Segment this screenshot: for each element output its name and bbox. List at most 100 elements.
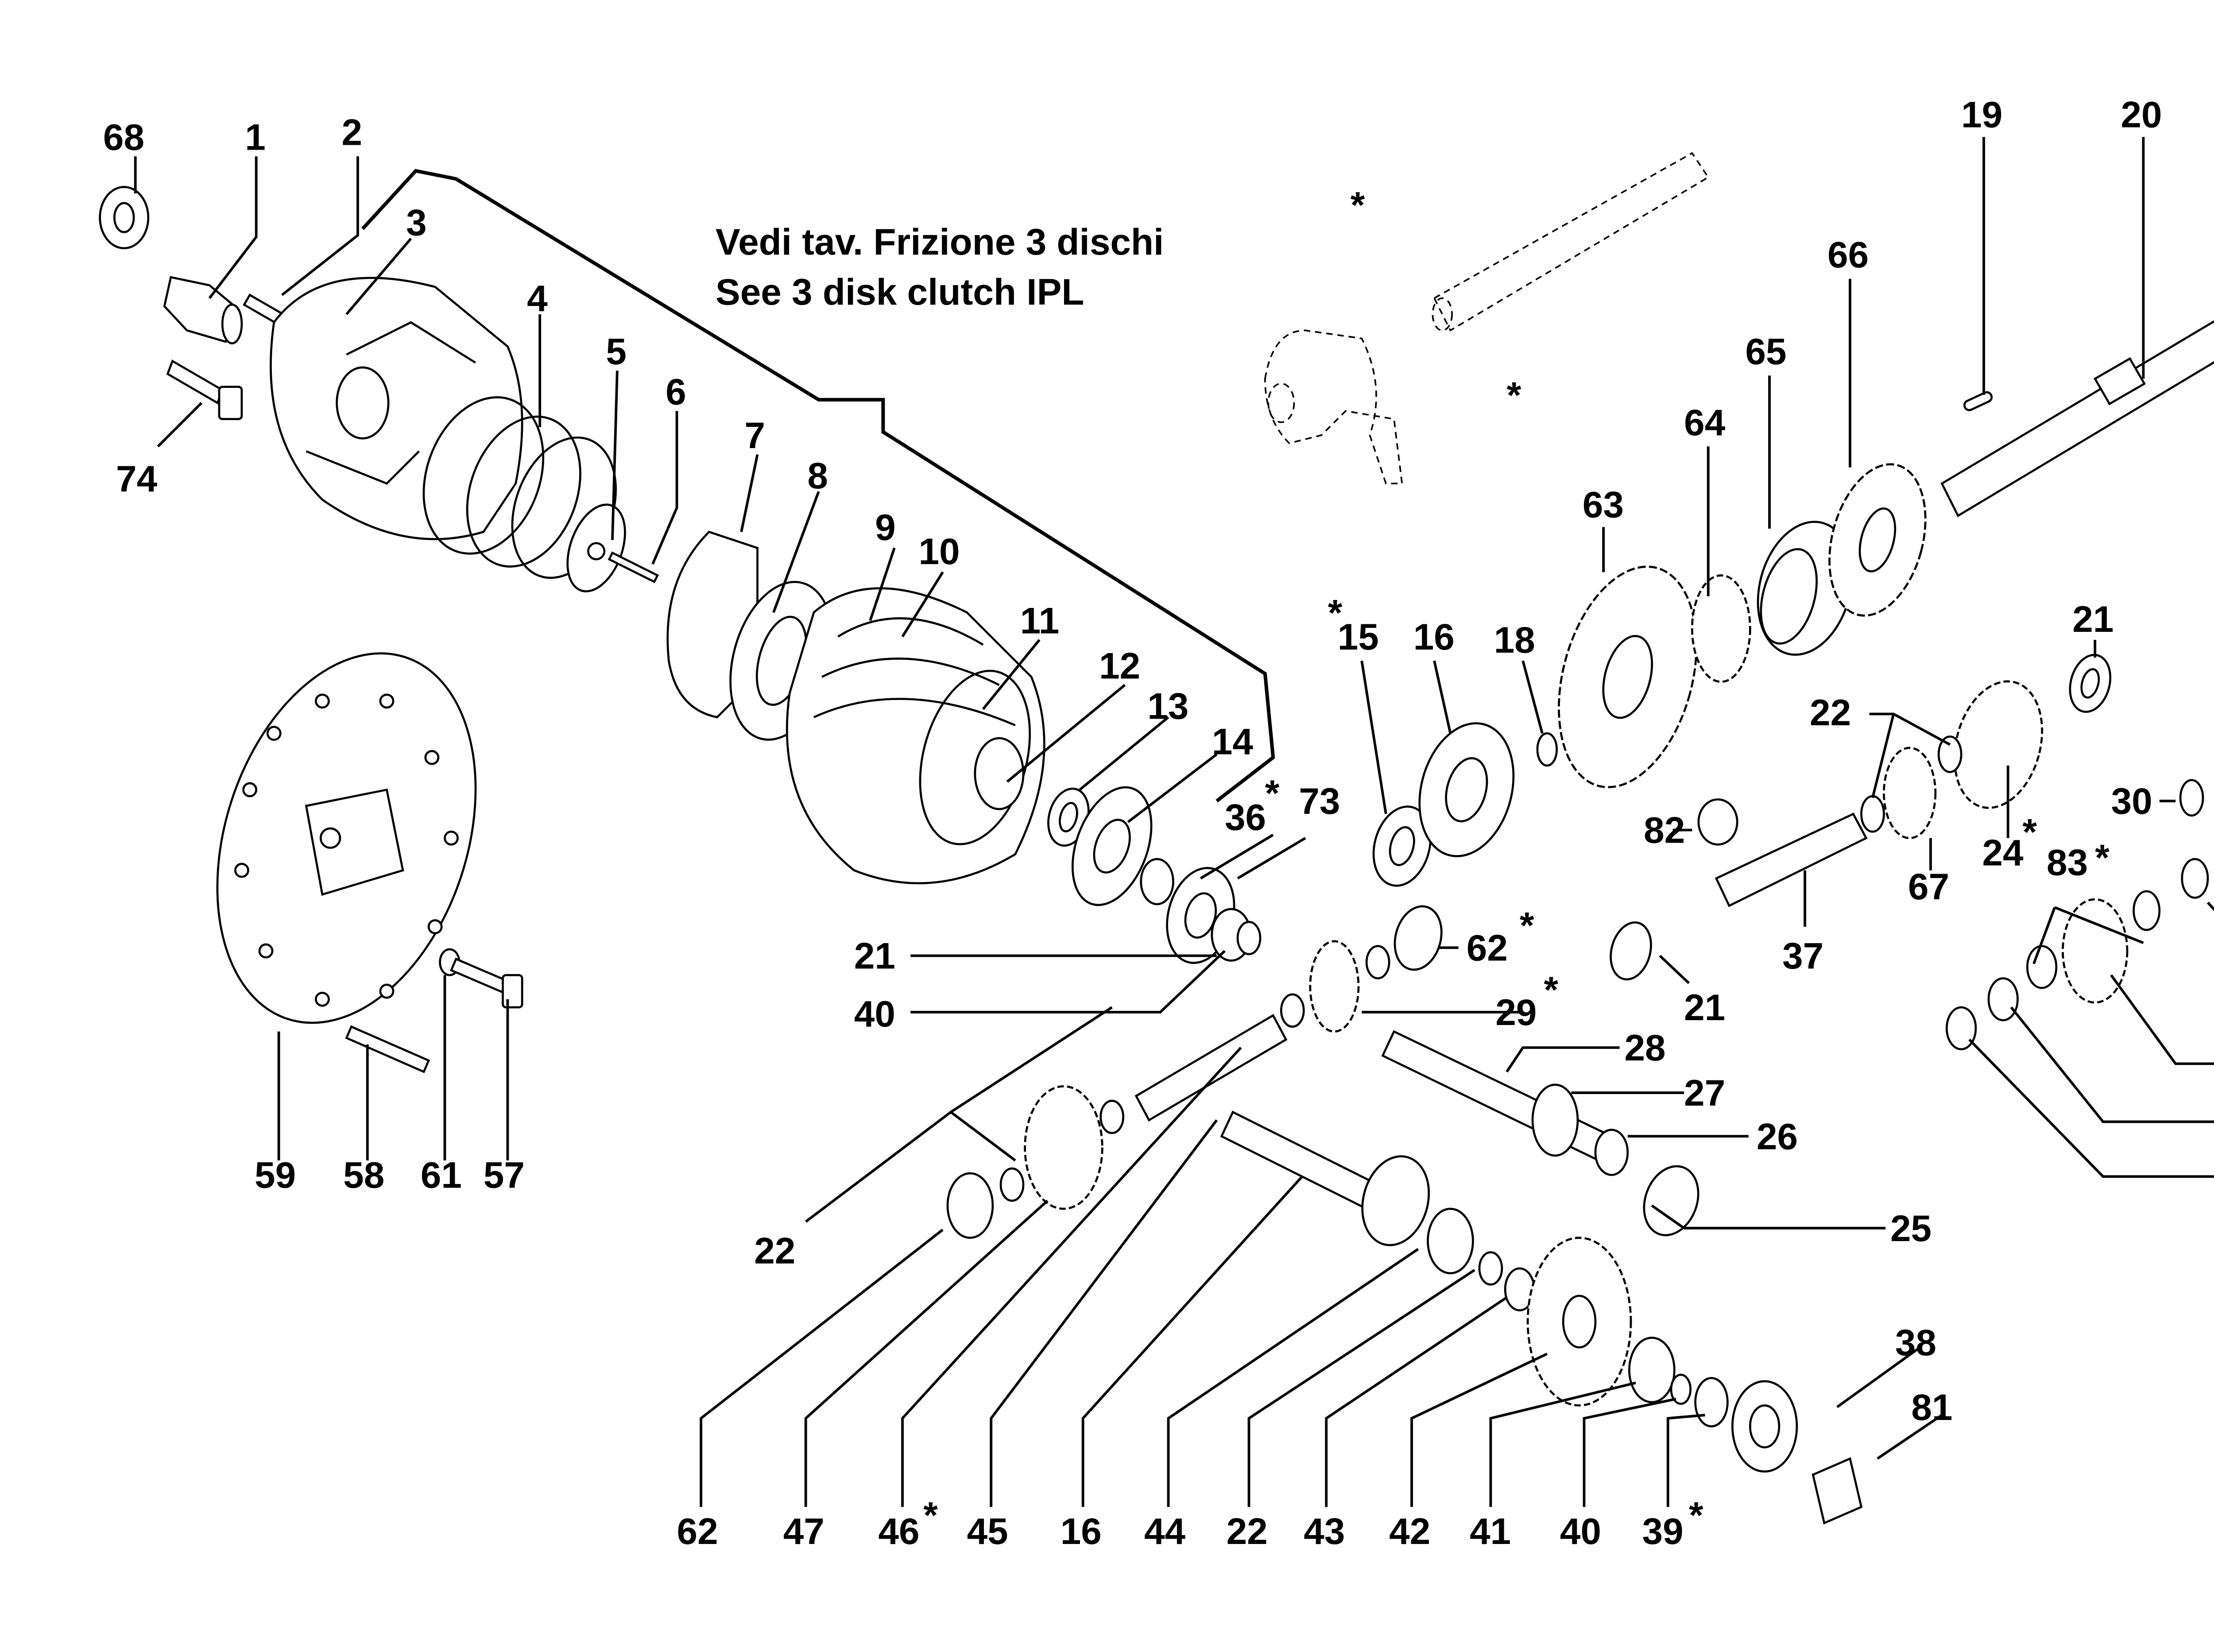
- circlip-icon: [919, 669, 1031, 845]
- callout-65: 65: [1745, 331, 1786, 372]
- callout-10: 10: [918, 530, 960, 572]
- asterisk-marker: *: [1544, 969, 1559, 1010]
- callout-13: 13: [1147, 685, 1188, 727]
- selector-shaft-icon: [1432, 152, 1710, 332]
- callout-8: 8: [807, 455, 828, 496]
- callout-37: 37: [1782, 935, 1823, 977]
- callout-39: 39: [1642, 1510, 1684, 1552]
- bearing-icon: [1628, 1336, 1676, 1404]
- asterisk-marker: *: [1265, 772, 1280, 814]
- callout-21: 21: [854, 935, 895, 977]
- pulley-icon: [1731, 1380, 1798, 1473]
- callout-57: 57: [484, 1154, 525, 1196]
- asterisk-marker: *: [1351, 184, 1365, 225]
- callout-66: 66: [1827, 234, 1869, 275]
- flange-plate-icon: [216, 652, 477, 1024]
- callout-43: 43: [1304, 1510, 1345, 1552]
- clutch-group-bracket: [361, 169, 1275, 803]
- clutch-drum-icon: [786, 587, 1045, 885]
- bottom-callout-row: 62 47 46 45 16 44 22 43 42 41 40 39: [677, 1510, 1684, 1552]
- gear-icon: [974, 737, 1025, 810]
- callout-41: 41: [1470, 1510, 1511, 1552]
- shaft-icon: [1715, 812, 1868, 907]
- callout-40: 40: [854, 993, 895, 1035]
- callout-45: 45: [967, 1510, 1008, 1552]
- asterisk-marker: *: [1520, 904, 1534, 946]
- washer-icon: [2179, 779, 2204, 817]
- callout-7: 7: [744, 414, 765, 456]
- stud-icon: [345, 1025, 430, 1073]
- callout-28: 28: [1625, 1027, 1666, 1068]
- callout-73: 73: [1299, 780, 1340, 822]
- thrust-plate-icon: [1071, 786, 1153, 906]
- gear-icon: [1526, 1237, 1632, 1407]
- clutch-bell-icon: [270, 277, 523, 540]
- gear-icon: [1558, 565, 1698, 789]
- callout-36: 36: [1225, 797, 1266, 838]
- asterisk-marker: *: [2022, 811, 2037, 852]
- callout-44: 44: [1144, 1510, 1186, 1552]
- shaft-icon: [1134, 1014, 1288, 1122]
- seal-ring-icon: [99, 186, 150, 249]
- bearing-icon: [1610, 921, 1652, 981]
- key-icon: [1963, 391, 1993, 411]
- callout-5: 5: [606, 331, 627, 372]
- callout-24: 24: [1982, 832, 2024, 874]
- shaft-icon: [1940, 320, 2214, 518]
- gear-icon: [1883, 747, 1937, 840]
- bolt-icon: [166, 359, 243, 420]
- callout-labels: 68 1 2 3 74 4 5 6 7 8 9 10 11 12 13 14 3…: [103, 94, 2162, 1536]
- callout-19: 19: [1961, 94, 2002, 135]
- callout-64: 64: [1684, 402, 1726, 443]
- bearing-icon: [1393, 905, 1443, 971]
- callout-61: 61: [421, 1154, 462, 1196]
- washer-icon: [1478, 1251, 1536, 1312]
- callout-12: 12: [1099, 645, 1140, 686]
- callout-82: 82: [1644, 809, 1685, 851]
- callout-63: 63: [1583, 484, 1624, 525]
- callout-38: 38: [1895, 1322, 1936, 1363]
- callout-1: 1: [245, 116, 266, 158]
- bearing-icon: [1418, 722, 1515, 857]
- asterisk-marker: *: [1689, 1494, 1703, 1536]
- callout-59: 59: [255, 1154, 296, 1196]
- circlip-icon: [1427, 1207, 1474, 1274]
- callout-11: 11: [1020, 600, 1059, 642]
- asterisk-marker: *: [1507, 374, 1521, 416]
- callout-21: 21: [1684, 987, 1725, 1028]
- callout-21: 21: [2072, 598, 2113, 640]
- callout-15: 15: [1338, 616, 1379, 658]
- circlip-icon: [1643, 1165, 1699, 1237]
- callout-22: 22: [1810, 692, 1851, 733]
- selector-fork-icon: [1264, 329, 1403, 484]
- callout-81: 81: [1911, 1386, 1952, 1428]
- callout-9: 9: [875, 506, 896, 548]
- gear-icon: [1828, 463, 1927, 617]
- washer-icon: [1946, 858, 2209, 1051]
- bushing-icon: [163, 276, 243, 344]
- callout-29: 29: [1495, 991, 1537, 1033]
- callout-22: 22: [754, 1230, 795, 1272]
- synchro-hub-icon: [1757, 521, 1853, 656]
- asterisk-marker: *: [2095, 837, 2109, 878]
- note-english: See 3 disk clutch IPL: [716, 271, 1084, 313]
- bearing-icon: [1361, 1155, 1430, 1246]
- washer-icon: [1280, 945, 1390, 1028]
- callout-40: 40: [1560, 1510, 1601, 1552]
- callout-47: 47: [783, 1510, 824, 1552]
- callout-67: 67: [1908, 866, 1949, 907]
- callout-68: 68: [103, 116, 144, 158]
- bearing-icon: [2069, 654, 2112, 713]
- callout-20: 20: [2121, 94, 2162, 135]
- callout-16: 16: [1413, 616, 1455, 658]
- washer-icon: [1047, 787, 1090, 847]
- callout-62: 62: [677, 1510, 718, 1552]
- seal-ring-icon: [1372, 805, 1432, 887]
- gear-icon: [1953, 680, 2044, 809]
- gear-icon: [1309, 940, 1360, 1033]
- callout-62: 62: [1467, 927, 1508, 968]
- leader-lines: [134, 137, 2214, 1507]
- callout-3: 3: [406, 201, 427, 243]
- bearing-icon: [946, 1172, 994, 1239]
